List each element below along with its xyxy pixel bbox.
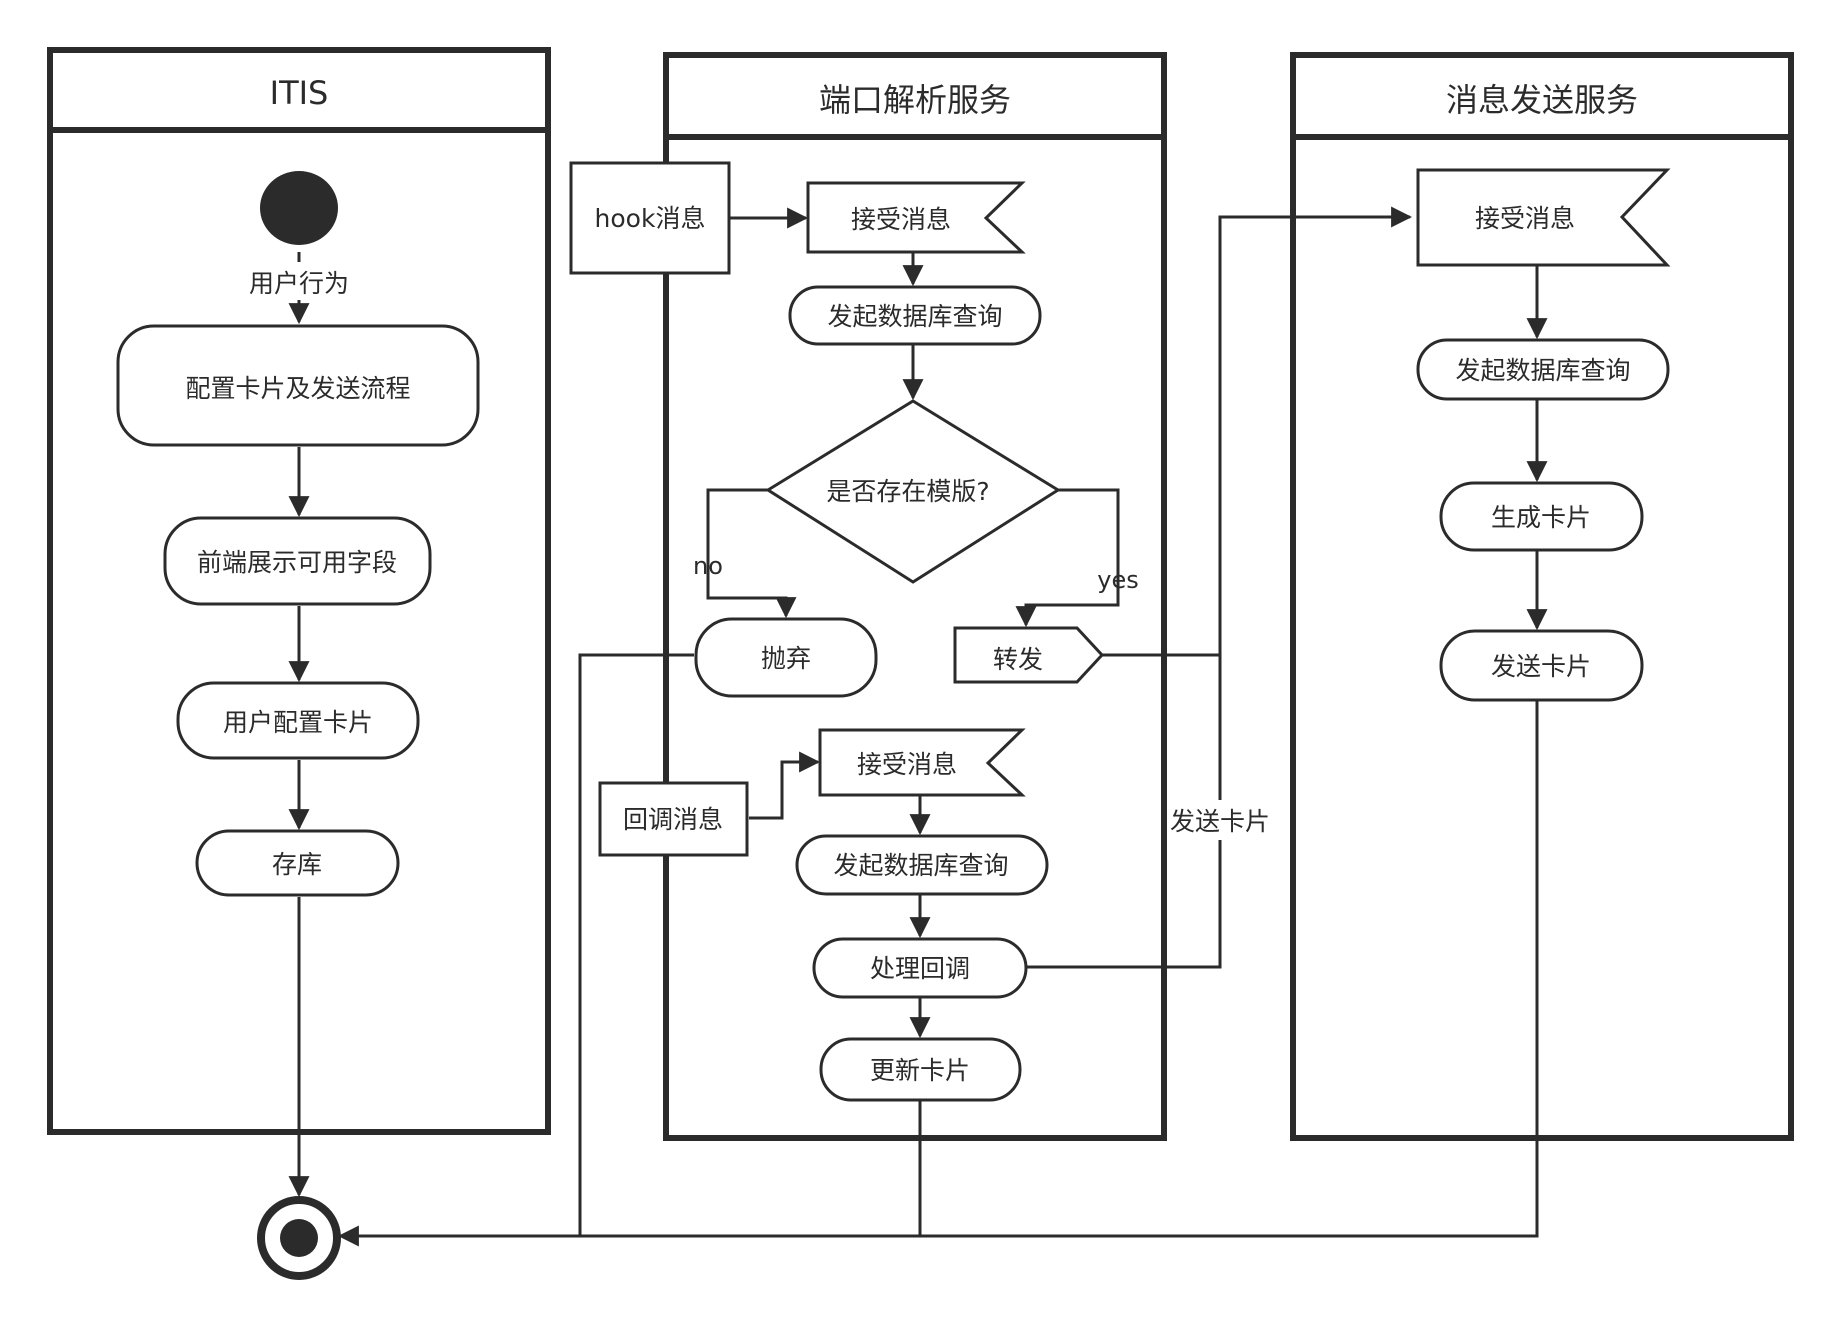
svg-text:更新卡片: 更新卡片 [870, 1056, 970, 1085]
node-discard: 抛弃 [694, 617, 878, 698]
node-callback-msg: 回调消息 [598, 781, 749, 857]
svg-text:用户配置卡片: 用户配置卡片 [223, 708, 373, 737]
connectors [288, 206, 1548, 1247]
end-node-icon [257, 1196, 341, 1280]
node-receive-msg-2: 接受消息 [818, 728, 1026, 797]
node-handle-callback: 处理回调 [812, 937, 1028, 999]
svg-text:转发: 转发 [993, 645, 1043, 674]
svg-text:hook消息: hook消息 [595, 204, 706, 233]
svg-text:存库: 存库 [272, 850, 322, 879]
node-db-query-1: 发起数据库查询 [788, 285, 1042, 346]
start-label: 用户行为 [249, 269, 349, 298]
node-send-db-query: 发起数据库查询 [1416, 338, 1670, 401]
edge-decision-no [706, 488, 797, 619]
svg-text:发起数据库查询: 发起数据库查询 [833, 851, 1008, 880]
start-node-icon [260, 171, 338, 245]
node-generate-card: 生成卡片 [1439, 481, 1644, 552]
svg-text:生成卡片: 生成卡片 [1491, 503, 1591, 532]
edge-decision-yes [1015, 488, 1120, 628]
edge-discard-to-end [578, 653, 694, 1236]
svg-text:配置卡片及发送流程: 配置卡片及发送流程 [185, 374, 410, 403]
node-hook-msg: hook消息 [569, 161, 731, 275]
edge-sendcard-to-end [337, 700, 1539, 1247]
node-store: 存库 [195, 829, 400, 897]
svg-text:发送卡片: 发送卡片 [1491, 652, 1591, 681]
svg-text:接受消息: 接受消息 [1475, 204, 1575, 233]
decision-no-label: no [693, 552, 723, 580]
edge-forward-to-send [1102, 206, 1413, 657]
node-user-configure-card: 用户配置卡片 [176, 681, 420, 760]
svg-text:回调消息: 回调消息 [623, 805, 723, 834]
node-update-card: 更新卡片 [819, 1037, 1022, 1102]
svg-text:发起数据库查询: 发起数据库查询 [1455, 356, 1630, 385]
decision-yes-label: yes [1097, 566, 1138, 594]
node-configure-card-flow: 配置卡片及发送流程 [116, 324, 480, 447]
svg-text:是否存在模版?: 是否存在模版? [826, 477, 989, 506]
node-frontend-show-fields: 前端展示可用字段 [163, 516, 432, 606]
lane-title-itis: ITIS [270, 74, 329, 112]
edge-label-send-card: 发送卡片 [1170, 807, 1270, 836]
lane-title-port-parse: 端口解析服务 [819, 81, 1011, 119]
svg-text:接受消息: 接受消息 [857, 750, 957, 779]
svg-text:接受消息: 接受消息 [851, 205, 951, 234]
svg-text:前端展示可用字段: 前端展示可用字段 [197, 548, 397, 577]
node-receive-msg-1: 接受消息 [806, 181, 1026, 254]
edge-handle-to-send [1026, 655, 1222, 969]
node-decision: 是否存在模版? [765, 399, 1061, 584]
node-forward: 转发 [953, 626, 1105, 684]
svg-text:抛弃: 抛弃 [761, 644, 811, 673]
svg-text:发起数据库查询: 发起数据库查询 [827, 302, 1002, 331]
edge-callback-to-receive [749, 751, 821, 820]
svg-text:处理回调: 处理回调 [870, 954, 970, 983]
node-send-card: 发送卡片 [1439, 629, 1644, 702]
lane-title-msg-send: 消息发送服务 [1446, 81, 1638, 119]
node-db-query-2: 发起数据库查询 [795, 834, 1049, 896]
node-send-receive-msg: 接受消息 [1416, 168, 1671, 267]
